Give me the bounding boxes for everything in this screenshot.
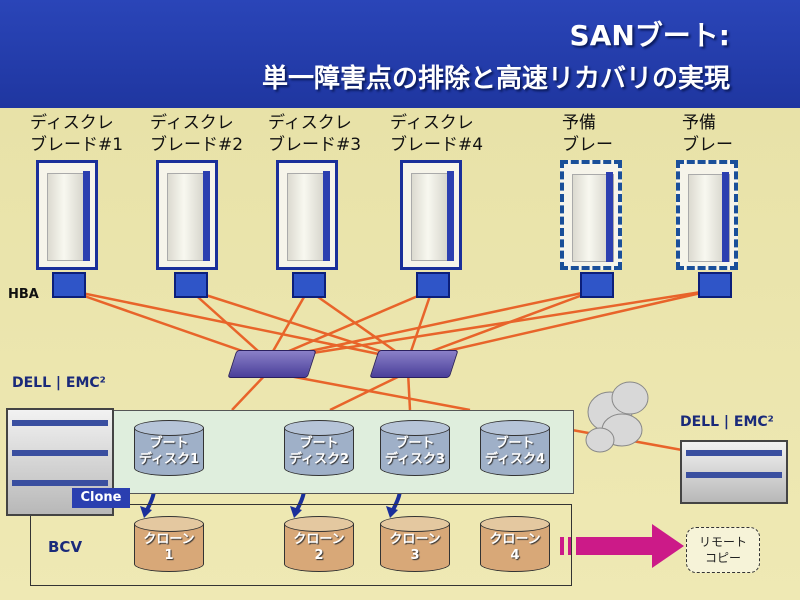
hba-card-5 [580, 272, 614, 298]
bcv-pool [30, 504, 572, 586]
bcv-label: BCV [48, 538, 83, 556]
slide-subtitle: 単一障害点の排除と高速リカバリの実現 [261, 64, 730, 94]
remote-copy-arrow [560, 524, 684, 568]
spare-blade-1 [560, 160, 622, 270]
hba-label: HBA [8, 287, 39, 302]
diskless-blade-1 [36, 160, 98, 270]
hba-card-2 [174, 272, 208, 298]
blade-label-3: ディスクレブレード#3 [268, 113, 362, 155]
slide-title: SANブート: [569, 19, 730, 52]
fc-links [66, 288, 715, 452]
clone-tag: Clone [72, 488, 130, 508]
diskless-blade-3 [276, 160, 338, 270]
remote-storage-array [680, 440, 788, 504]
hba-card-4 [416, 272, 450, 298]
remote-copy-target: リモートコピー [686, 527, 760, 573]
vendor-logo-right: DELL | EMC² [680, 414, 774, 430]
blade-label-1: ディスクレブレード#1 [30, 113, 124, 155]
vendor-logo-left: DELL | EMC² [12, 375, 106, 391]
diskless-blade-4 [400, 160, 462, 270]
boot-disk-1: ブートディスク1 [134, 420, 204, 476]
spare-blade-label-1: 予備ブレー [562, 113, 613, 155]
network-cloud [585, 381, 649, 453]
boot-disk-3: ブートディスク3 [380, 420, 450, 476]
hba-card-6 [698, 272, 732, 298]
blade-label-4: ディスクレブレード#4 [390, 113, 484, 155]
diskless-blade-2 [156, 160, 218, 270]
fc-switch-2 [369, 350, 459, 378]
hba-card-3 [292, 272, 326, 298]
fc-switch-1 [227, 350, 317, 378]
boot-disk-4: ブートディスク4 [480, 420, 550, 476]
boot-disk-2: ブートディスク2 [284, 420, 354, 476]
spare-blade-2 [676, 160, 738, 270]
spare-blade-label-2: 予備ブレー [682, 113, 733, 155]
blade-label-2: ディスクレブレード#2 [150, 113, 244, 155]
hba-card-1 [52, 272, 86, 298]
